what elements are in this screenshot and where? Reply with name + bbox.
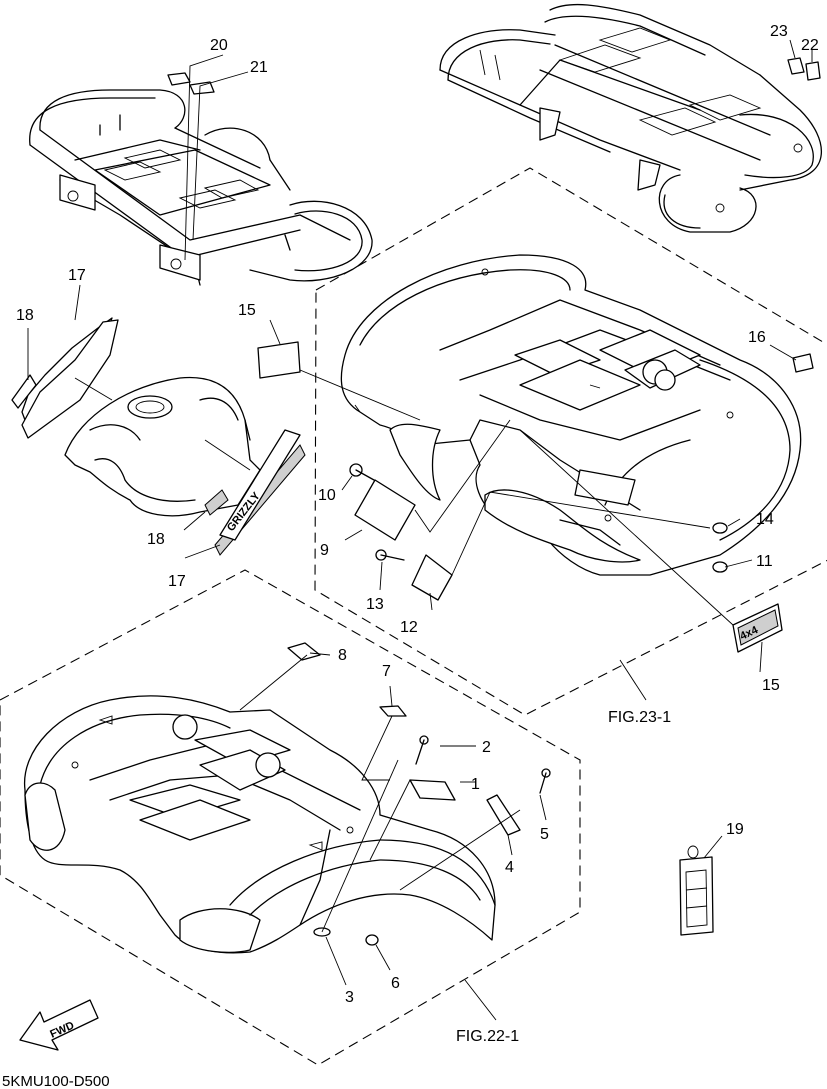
part-12-plate	[411, 554, 453, 601]
part-16-label	[792, 353, 814, 373]
part-9-plate	[354, 479, 416, 541]
part-1-plate	[409, 779, 456, 801]
callout-18-upper: 18	[16, 307, 34, 324]
callout-numbers: 20 21 23 22 17 18 15 16 10 9 14 11 13 12…	[16, 23, 819, 1006]
callout-5: 5	[540, 826, 549, 843]
figure-ref-23-1: FIG.23-1	[608, 709, 671, 726]
callout-16: 16	[748, 329, 766, 346]
part-20-label	[167, 72, 191, 86]
callout-9: 9	[320, 542, 329, 559]
front-fender	[23, 695, 496, 954]
part-23-label	[787, 57, 805, 75]
callout-14: 14	[756, 511, 774, 528]
callout-6: 6	[391, 975, 400, 992]
forward-direction-arrow: FWD	[19, 999, 99, 1051]
callout-22: 22	[801, 37, 819, 54]
part-18-upper-decal	[11, 374, 37, 409]
callout-3: 3	[345, 989, 354, 1006]
part-19-tag	[679, 845, 714, 936]
part-21-label	[189, 81, 215, 95]
rear-fender-boundary	[314, 167, 827, 716]
callout-17-upper: 17	[68, 267, 86, 284]
callout-20: 20	[210, 37, 228, 54]
diagram-code: 5KMU100-D500	[2, 1073, 110, 1089]
figure-ref-22-1: FIG.22-1	[456, 1028, 519, 1045]
callout-12: 12	[400, 619, 418, 636]
callout-19: 19	[726, 821, 744, 838]
callout-10: 10	[318, 487, 336, 504]
callout-8: 8	[338, 647, 347, 664]
part-7-label	[379, 705, 407, 717]
leader-lines	[27, 39, 813, 1021]
callout-17-lower: 17	[168, 573, 186, 590]
part-15-lower-emblem: 4x4	[732, 603, 783, 653]
part-5-pin	[539, 768, 551, 794]
part-15-upper-label	[257, 341, 301, 379]
rear-carrier-rack	[439, 3, 823, 233]
part-10-pin	[349, 463, 375, 481]
part-13-pin	[375, 549, 405, 561]
callout-4: 4	[505, 859, 514, 876]
callout-21: 21	[250, 59, 268, 76]
callout-2: 2	[482, 739, 491, 756]
front-fender-boundary	[0, 569, 581, 1066]
callout-11: 11	[756, 553, 773, 570]
callout-15-upper: 15	[238, 302, 256, 319]
part-6-grommet	[365, 934, 379, 946]
front-carrier-rack	[29, 89, 373, 286]
callout-7: 7	[382, 663, 391, 680]
side-cover	[64, 376, 261, 517]
callout-13: 13	[366, 596, 384, 613]
part-4-plate	[486, 794, 521, 836]
part-11-washer	[712, 561, 728, 573]
callout-15-lower: 15	[762, 677, 780, 694]
part-22-label	[805, 61, 821, 81]
callout-18-lower: 18	[147, 531, 165, 548]
callout-23: 23	[770, 23, 788, 40]
part-2-pin	[415, 735, 429, 765]
decals-and-fasteners: GRIZZLY 4x4	[11, 57, 821, 946]
rear-fender	[340, 254, 802, 576]
part-8-label	[287, 642, 321, 661]
callout-1: 1	[471, 776, 480, 793]
part-14-washer	[712, 522, 728, 534]
part-18-lower-decal	[204, 489, 229, 516]
